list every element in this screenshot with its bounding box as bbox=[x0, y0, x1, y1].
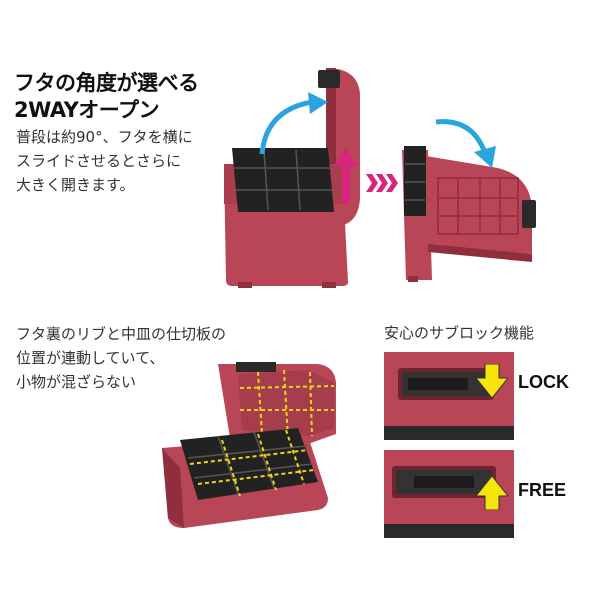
box-open-90-image bbox=[224, 68, 360, 288]
rib-divider-note: フタ裏のリブと中皿の仕切板の 位置が連動していて、 小物が混ざらない bbox=[16, 325, 227, 391]
curved-arrow-icon bbox=[259, 92, 328, 155]
up-arrow-icon bbox=[334, 148, 358, 204]
lock-label: LOCK bbox=[518, 372, 569, 392]
box-ribs-tray-image bbox=[162, 362, 336, 528]
description: 普段は約90°、フタを横に スライドさせるとさらに 大きく開きます。 bbox=[16, 128, 193, 194]
free-label: FREE bbox=[518, 480, 567, 500]
sublock-title: 安心のサブロック機能 bbox=[384, 324, 535, 342]
curved-arrow-icon bbox=[435, 119, 496, 168]
box-open-wide-image bbox=[402, 146, 536, 282]
up-arrow-icon bbox=[476, 476, 508, 510]
headline: フタの角度が選べる 2WAYオープン bbox=[14, 71, 199, 122]
down-arrow-icon bbox=[476, 364, 508, 398]
triple-chevron-icon bbox=[366, 174, 398, 192]
